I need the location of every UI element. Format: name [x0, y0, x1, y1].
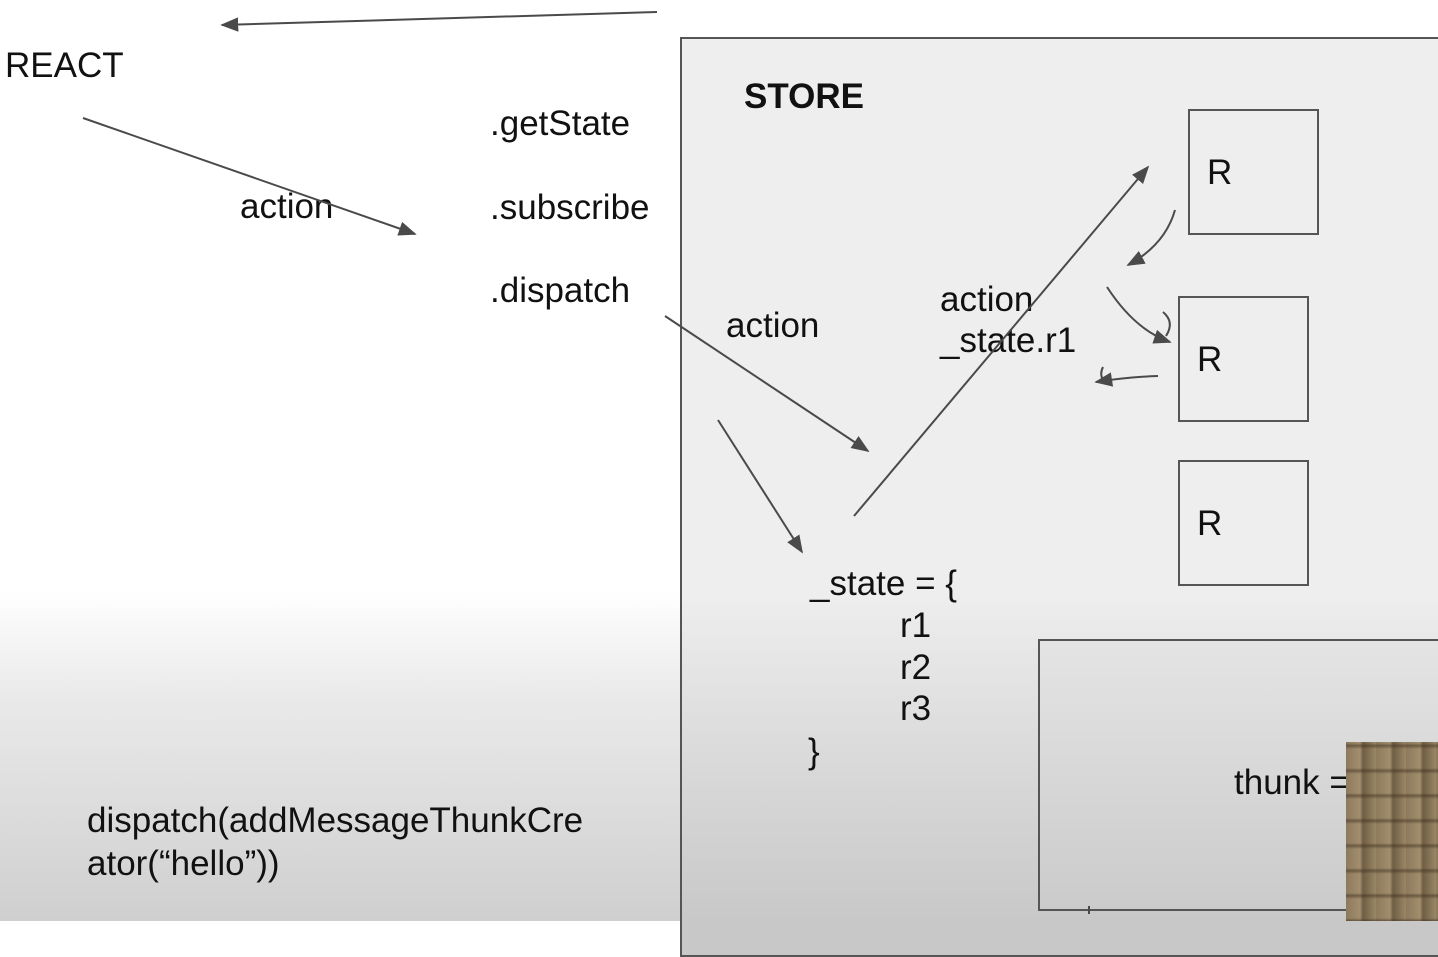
dispatch-code-line-1: dispatch(addMessageThunkCre [87, 801, 584, 840]
store-title: STORE [744, 77, 864, 116]
arrow-top-to-react [220, 11, 658, 32]
arrow-reducer-2-return [1094, 372, 1159, 387]
dispatch-code-line-2: ator(“hello”)) [87, 844, 280, 883]
action-label-store: action [726, 306, 820, 345]
state-line-r1: r1 [900, 606, 932, 645]
thunk-label: thunk = [1234, 763, 1350, 802]
reducer-box-1 [1188, 109, 1319, 235]
react-label: REACT [5, 46, 124, 85]
arrow-state-to-reducer [853, 165, 1150, 517]
arrows-layer [82, 11, 1176, 914]
webcam-overlay [1346, 742, 1438, 921]
reducer-call-line-2: _state.r1 [940, 321, 1077, 360]
reducer-label-3: R [1197, 504, 1223, 543]
arrow-react-to-store [82, 117, 417, 236]
reducer-call-line-1: action [940, 280, 1034, 319]
state-line-r3: r3 [900, 689, 932, 728]
scribble-return [1100, 366, 1108, 385]
reducer-box-3 [1178, 460, 1309, 586]
arrow-dispatch-to-state [664, 315, 870, 452]
action-label-react: action [240, 187, 334, 226]
scribble-near-reducer-2 [1162, 311, 1171, 337]
arrow-into-reducer-2 [1106, 286, 1172, 344]
dispatch-method: .dispatch [490, 271, 631, 310]
get-state-method: .getState [490, 104, 631, 143]
arrow-reducer-1-return [1126, 209, 1176, 266]
reducer-box-2 [1178, 296, 1309, 422]
state-line-close: } [808, 732, 820, 771]
reducer-label-2: R [1197, 340, 1223, 379]
state-line-open: _state = { [810, 564, 957, 603]
subscribe-method: .subscribe [490, 188, 650, 227]
arrow-into-state [717, 419, 803, 554]
reducer-label-1: R [1207, 153, 1233, 192]
state-line-r2: r2 [900, 648, 932, 687]
